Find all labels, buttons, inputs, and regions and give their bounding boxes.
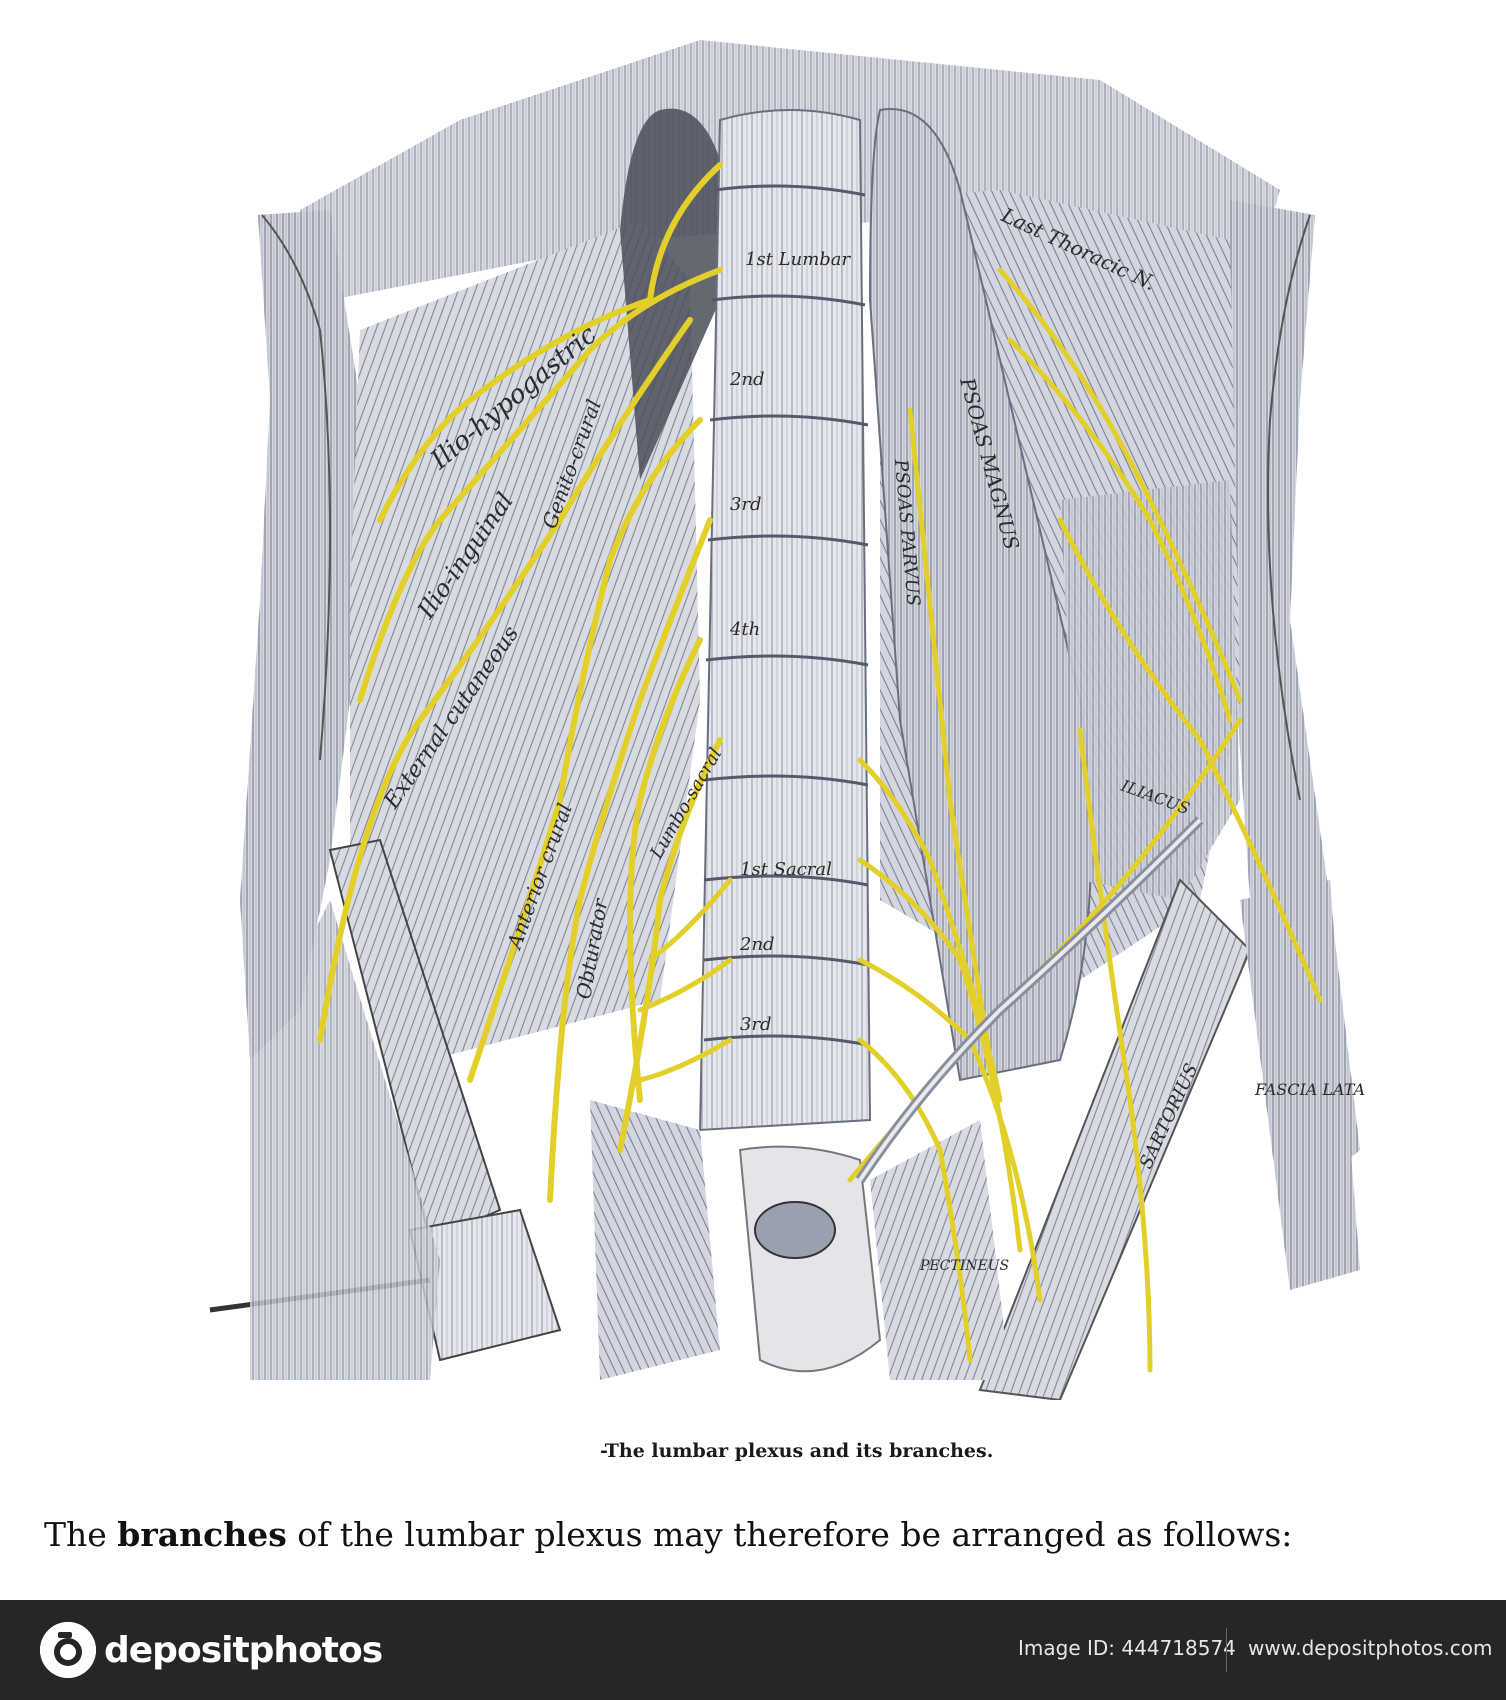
brand-name: depositphotos	[104, 1629, 383, 1671]
psoas-magnus-muscle	[868, 108, 1093, 1082]
image-id: Image ID: 444718574	[1018, 1636, 1236, 1660]
label-lumbar-4: 4th	[729, 619, 760, 640]
body-text-end: of the lumbar plexus may therefore be ar…	[286, 1515, 1293, 1554]
brand-logo[interactable]: depositphotos	[40, 1622, 383, 1678]
body-text-start: The	[44, 1515, 118, 1554]
lumbar-plexus-nerves	[317, 162, 1323, 1373]
thigh-left	[250, 900, 440, 1380]
body-text: The branches of the lumbar plexus may th…	[44, 1515, 1292, 1554]
sartorius-muscle	[978, 878, 1252, 1400]
camera-icon	[40, 1622, 96, 1678]
label-sacral-3: 3rd	[740, 1014, 772, 1035]
label-lumbar-3: 3rd	[730, 494, 762, 515]
label-fascia-lata: FASCIA LATA	[1254, 1080, 1365, 1099]
figure-caption: -The lumbar plexus and its branches.	[0, 1440, 1506, 1462]
watermark-footer: depositphotos Image ID: 444718574 www.de…	[0, 1600, 1506, 1700]
pelvis	[590, 1100, 1010, 1380]
label-lumbar-2: 2nd	[729, 369, 765, 390]
footer-divider	[1226, 1628, 1227, 1672]
label-lumbar-1: 1st Lumbar	[745, 249, 852, 270]
vertebral-column	[698, 109, 872, 1132]
label-pectineus: PECTINEUS	[919, 1258, 1009, 1274]
figure-caption-text: -The lumbar plexus and its branches.	[600, 1440, 994, 1462]
label-sacral-1: 1st Sacral	[740, 859, 832, 880]
label-sacral-2: 2nd	[739, 934, 775, 955]
iliacus-muscle	[1060, 480, 1240, 900]
abdominal-wall-left	[240, 210, 360, 1060]
anatomical-illustration: Ilio-hypogastric Ilio-inguinal External …	[209, 40, 1365, 1400]
site-url[interactable]: www.depositphotos.com	[1248, 1636, 1493, 1660]
fascia-lata	[1240, 880, 1360, 1290]
body-text-bold: branches	[117, 1515, 287, 1554]
